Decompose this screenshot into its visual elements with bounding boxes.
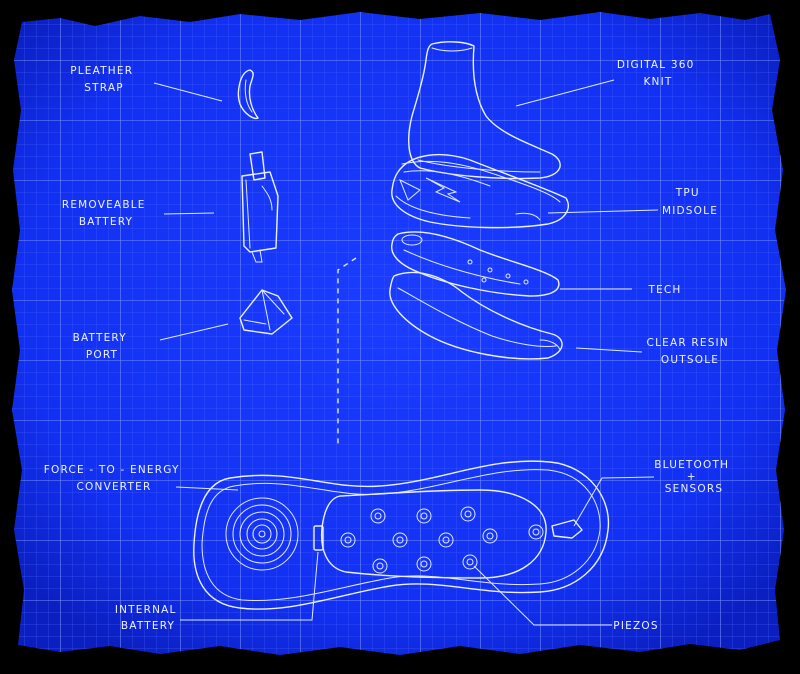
converter-ring [252, 524, 272, 544]
label-internal-battery: INTERNAL BATTERY [115, 604, 181, 632]
label-bluetooth-sensors: BLUETOOTH + SENSORS [654, 459, 733, 495]
label-removeable-battery: REMOVEABLE BATTERY [62, 199, 150, 228]
tpu-midsole-drawing [391, 154, 569, 229]
label-digital-knit: DIGITAL 360 KNIT [617, 59, 699, 88]
internal-battery-drawing [313, 525, 324, 551]
converter-ring [225, 497, 299, 571]
pleather-strap-drawing [237, 69, 259, 120]
bluetooth-sensor-drawing [551, 519, 583, 539]
clear-resin-outsole-drawing [389, 271, 563, 360]
leader-battery-port [159, 323, 229, 341]
sole-plan-view [193, 460, 610, 610]
converter-ring [239, 511, 285, 557]
leader-pleather-strap [153, 82, 223, 102]
label-clear-resin-outsole: CLEAR RESIN OUTSOLE [647, 337, 734, 366]
removeable-battery-drawing [241, 151, 279, 263]
battery-port-drawing [239, 289, 293, 335]
label-force-converter: FORCE - TO - ENERGY CONVERTER [44, 464, 184, 493]
label-battery-port: BATTERY PORT [73, 332, 132, 361]
label-piezos: PIEZOS [613, 620, 658, 632]
converter-ring [258, 530, 266, 538]
converter-ring [246, 518, 278, 550]
leader-digital-knit [515, 79, 615, 107]
assembly-dashed-line [337, 257, 357, 448]
tech-layer-drawing [391, 231, 560, 297]
leader-piezos [473, 565, 612, 626]
leader-clear-resin-outsole [575, 347, 643, 353]
leader-internal-battery [180, 551, 319, 621]
leader-tpu-midsole [547, 209, 659, 214]
converter-ring [232, 504, 292, 564]
leader-bluetooth-sensors [573, 476, 655, 527]
piezo-group [340, 506, 544, 574]
leader-force-converter [175, 486, 239, 491]
leader-removeable-battery [163, 212, 215, 215]
label-tech: TECH [647, 284, 681, 296]
label-pleather-strap: PLEATHER STRAP [70, 65, 138, 94]
label-tpu-midsole: TPU MIDSOLE [662, 187, 718, 217]
